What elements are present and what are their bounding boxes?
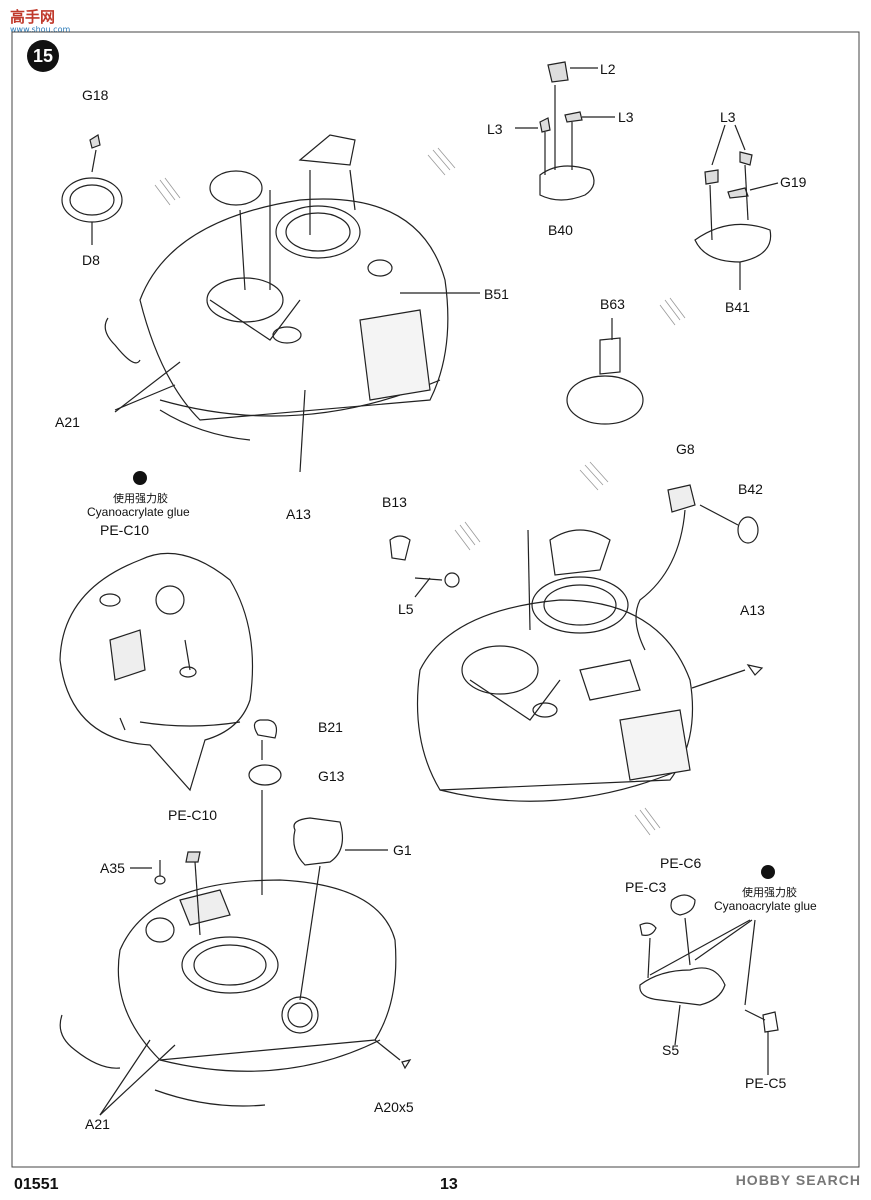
label-g1: G1 xyxy=(393,842,412,858)
label-pe-c3: PE-C3 xyxy=(625,879,667,895)
part-d8 xyxy=(61,134,123,223)
glue-note-en-2: Cyanoacrylate glue xyxy=(714,899,817,913)
turret-mid-right xyxy=(389,484,764,802)
kit-code: 01551 xyxy=(14,1176,59,1193)
label-b40: B40 xyxy=(548,222,573,238)
part-s5 xyxy=(639,894,779,1075)
watermark: HOBBY SEARCH xyxy=(735,1172,861,1188)
part-hatch-small xyxy=(209,134,356,206)
label-a21-top: A21 xyxy=(55,414,80,430)
label-b42: B42 xyxy=(738,481,763,497)
label-pe-c10-top: PE-C10 xyxy=(100,522,150,538)
glue-icons xyxy=(133,471,775,879)
glue-note-cn-1: 使用强力胶 xyxy=(113,492,168,505)
label-b41: B41 xyxy=(725,299,750,315)
detail-callout xyxy=(59,552,254,792)
label-s5: S5 xyxy=(662,1042,680,1058)
label-b51: B51 xyxy=(484,286,509,302)
turret-bottom-left xyxy=(59,719,412,1116)
label-a21-bottom: A21 xyxy=(85,1116,110,1132)
label-g13: G13 xyxy=(318,768,345,784)
label-l3-right: L3 xyxy=(618,109,634,125)
label-pe-c10-mid: PE-C10 xyxy=(168,807,218,823)
label-b21: B21 xyxy=(318,719,343,735)
label-b13: B13 xyxy=(382,494,407,510)
label-l3-left: L3 xyxy=(487,121,503,137)
turret-top-left xyxy=(104,198,449,441)
page-number: 13 xyxy=(440,1176,458,1193)
glue-note-en-1: Cyanoacrylate glue xyxy=(87,505,190,519)
label-a13-right: A13 xyxy=(740,602,765,618)
part-b63 xyxy=(566,318,644,425)
label-pe-c6: PE-C6 xyxy=(660,855,702,871)
label-g18: G18 xyxy=(82,87,109,103)
label-pe-c5: PE-C5 xyxy=(745,1075,787,1091)
glue-note-cn-2: 使用强力胶 xyxy=(742,886,797,899)
label-d8: D8 xyxy=(82,252,100,268)
label-a35: A35 xyxy=(100,860,125,876)
label-a20x5: A20x5 xyxy=(374,1099,414,1115)
label-a13-top: A13 xyxy=(286,506,311,522)
part-b40 xyxy=(515,61,615,201)
site-logo: 高手网 xyxy=(10,9,56,26)
part-b41 xyxy=(694,124,779,290)
arrow-marks xyxy=(154,147,686,836)
label-b63: B63 xyxy=(600,296,625,312)
site-url: www.shou.com xyxy=(10,25,71,34)
label-g19: G19 xyxy=(780,174,807,190)
label-l3-group: L3 xyxy=(720,109,736,125)
label-l2: L2 xyxy=(600,61,616,77)
label-g8: G8 xyxy=(676,441,695,457)
step-number-badge: 15 xyxy=(27,40,59,72)
label-l5: L5 xyxy=(398,601,414,617)
